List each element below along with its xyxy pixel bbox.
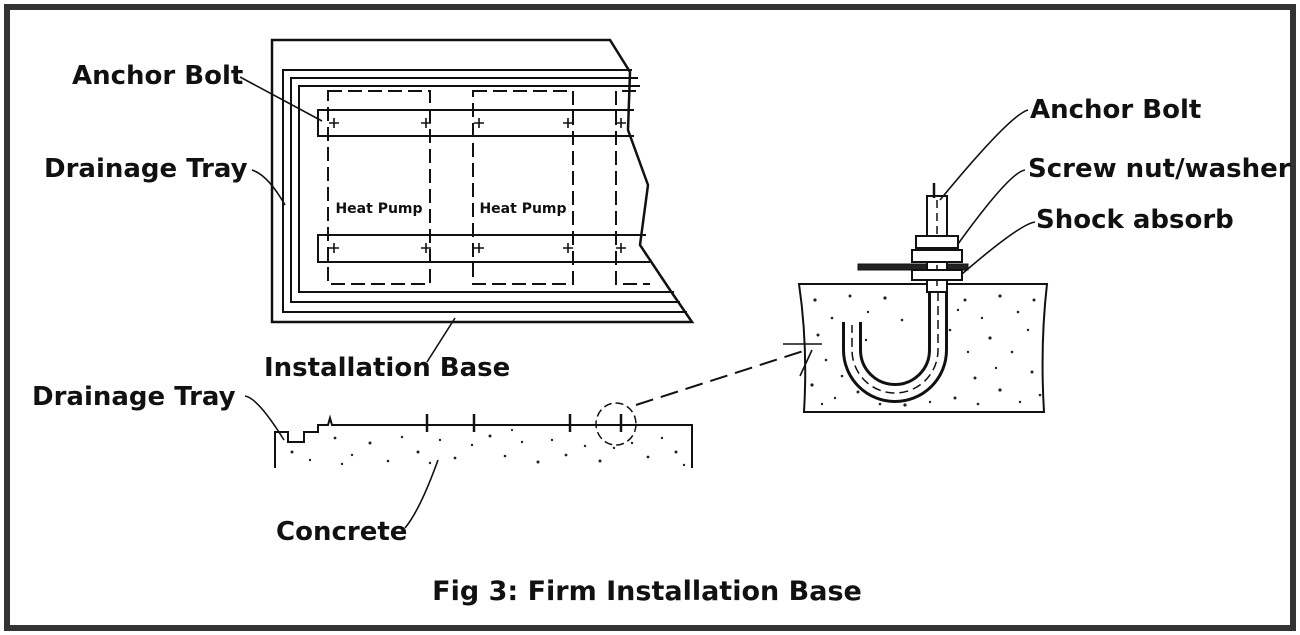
heat-pump-outline-3	[615, 90, 650, 285]
figure-caption: Fig 3: Firm Installation Base	[432, 576, 862, 607]
figure-frame	[4, 4, 1296, 631]
top-rail	[317, 109, 634, 137]
label-drainage-tray-section: Drainage Tray	[32, 382, 236, 412]
plan-view	[239, 38, 695, 363]
drainage-tray-outer	[282, 69, 687, 313]
leader-anchor-bolt-detail	[939, 109, 1029, 201]
leader-shock-absorb	[961, 221, 1036, 275]
leader-installation-base	[426, 317, 456, 363]
heat-pump-outline-1	[327, 90, 431, 285]
label-screw-nut-washer: Screw nut/washer	[1028, 154, 1291, 184]
section-view	[244, 344, 823, 529]
label-anchor-bolt-detail: Anchor Bolt	[1030, 95, 1201, 125]
leader-screw-nut-washer	[957, 169, 1026, 245]
label-drainage-tray-plan: Drainage Tray	[44, 154, 248, 184]
leader-drainage-tray-section	[244, 395, 285, 441]
screw-nut	[915, 235, 959, 249]
detail-leaders	[939, 109, 1036, 275]
bottom-rail	[317, 234, 650, 263]
leader-anchor-bolt-plan	[239, 76, 323, 122]
section-bolts	[425, 414, 623, 432]
washer	[911, 249, 963, 263]
label-installation-base: Installation Base	[264, 353, 510, 383]
heat-pump-outline-2	[472, 90, 574, 285]
leader-drainage-tray-plan	[251, 169, 286, 206]
detail-concrete-speckles	[810, 294, 1042, 407]
label-heat-pump-1: Heat Pump	[335, 201, 422, 217]
plan-bolt-marks	[329, 118, 626, 253]
leader-concrete	[404, 459, 439, 529]
label-shock-absorb: Shock absorb	[1036, 205, 1234, 235]
detail-callout-line	[635, 344, 823, 406]
detail-view	[783, 109, 1049, 413]
shock-absorber	[911, 269, 963, 281]
detail-callout-mark	[783, 343, 822, 377]
section-detail-circle	[595, 402, 637, 446]
drainage-tray-middle	[290, 77, 680, 303]
section-concrete-speckles	[290, 428, 686, 467]
section-profile	[274, 414, 693, 468]
label-heat-pump-2: Heat Pump	[479, 201, 566, 217]
label-anchor-bolt-plan: Anchor Bolt	[72, 61, 243, 91]
j-bolt-hook-centerline	[851, 292, 939, 394]
label-concrete: Concrete	[276, 517, 407, 547]
installation-base-outline	[270, 38, 695, 324]
drainage-tray-inner	[298, 85, 674, 293]
